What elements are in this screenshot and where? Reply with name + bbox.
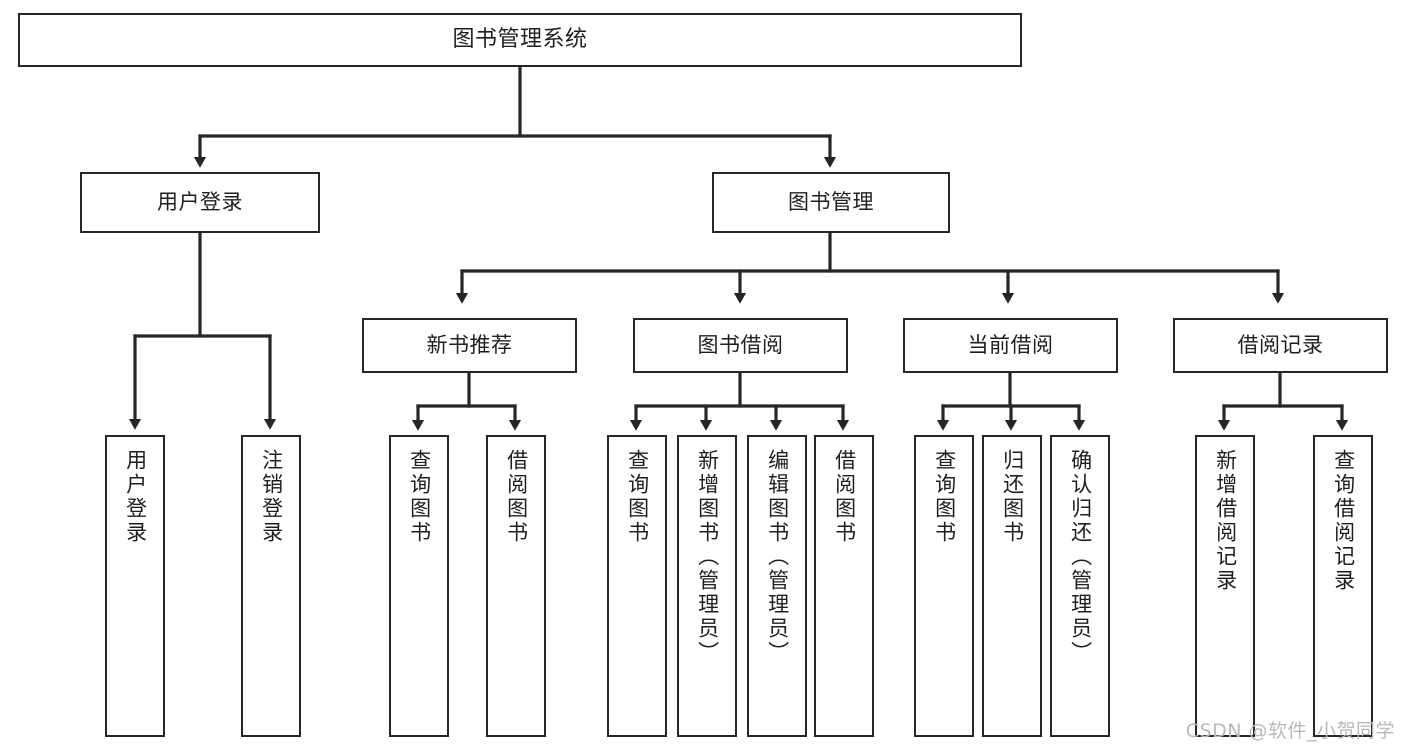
node-label: 注销登录 — [259, 449, 284, 545]
node-label: 当前借阅 — [967, 333, 1054, 358]
leaf-user-login-login[interactable]: 用户登录 — [105, 435, 165, 737]
leaf-new-book-query[interactable]: 查询图书 — [389, 435, 449, 737]
node-label: 确认归还（管理员） — [1068, 449, 1093, 665]
leaf-record-add[interactable]: 新增借阅记录 — [1195, 435, 1255, 737]
leaf-borrow-borrow-book[interactable]: 借阅图书 — [814, 435, 874, 737]
node-label: 新书推荐 — [426, 333, 513, 358]
leaf-current-confirm-return[interactable]: 确认归还（管理员） — [1050, 435, 1110, 737]
node-label: 借阅记录 — [1237, 333, 1324, 358]
leaf-borrow-edit-book[interactable]: 编辑图书（管理员） — [747, 435, 807, 737]
watermark: CSDN @软件_小贺同学 — [1185, 720, 1395, 742]
node-label: 查询图书 — [407, 449, 432, 545]
leaf-current-return-book[interactable]: 归还图书 — [982, 435, 1042, 737]
node-book-borrow[interactable]: 图书借阅 — [633, 318, 848, 373]
node-current-borrow[interactable]: 当前借阅 — [903, 318, 1118, 373]
node-root-system[interactable]: 图书管理系统 — [18, 13, 1022, 67]
node-label: 查询图书 — [625, 449, 650, 545]
node-label: 新增借阅记录 — [1213, 449, 1238, 593]
leaf-user-login-logout[interactable]: 注销登录 — [241, 435, 301, 737]
node-label: 用户登录 — [157, 190, 243, 215]
node-label: 图书管理系统 — [452, 27, 588, 53]
node-label: 图书管理 — [788, 190, 874, 215]
node-label: 归还图书 — [1000, 449, 1025, 545]
node-label: 图书借阅 — [697, 333, 784, 358]
leaf-current-query-book[interactable]: 查询图书 — [914, 435, 974, 737]
node-label: 编辑图书（管理员） — [765, 449, 790, 665]
node-user-login[interactable]: 用户登录 — [80, 172, 320, 233]
node-label: 借阅图书 — [832, 449, 857, 545]
leaf-borrow-query-book[interactable]: 查询图书 — [607, 435, 667, 737]
node-label: 查询图书 — [932, 449, 957, 545]
node-label: 新增图书（管理员） — [695, 449, 720, 665]
node-label: 查询借阅记录 — [1331, 449, 1356, 593]
node-borrow-record[interactable]: 借阅记录 — [1173, 318, 1388, 373]
node-label: 用户登录 — [123, 449, 148, 545]
leaf-new-book-borrow[interactable]: 借阅图书 — [486, 435, 546, 737]
node-book-management[interactable]: 图书管理 — [712, 172, 950, 233]
node-new-book-recommend[interactable]: 新书推荐 — [362, 318, 577, 373]
leaf-record-query[interactable]: 查询借阅记录 — [1313, 435, 1373, 737]
leaf-borrow-add-book[interactable]: 新增图书（管理员） — [677, 435, 737, 737]
node-label: 借阅图书 — [504, 449, 529, 545]
